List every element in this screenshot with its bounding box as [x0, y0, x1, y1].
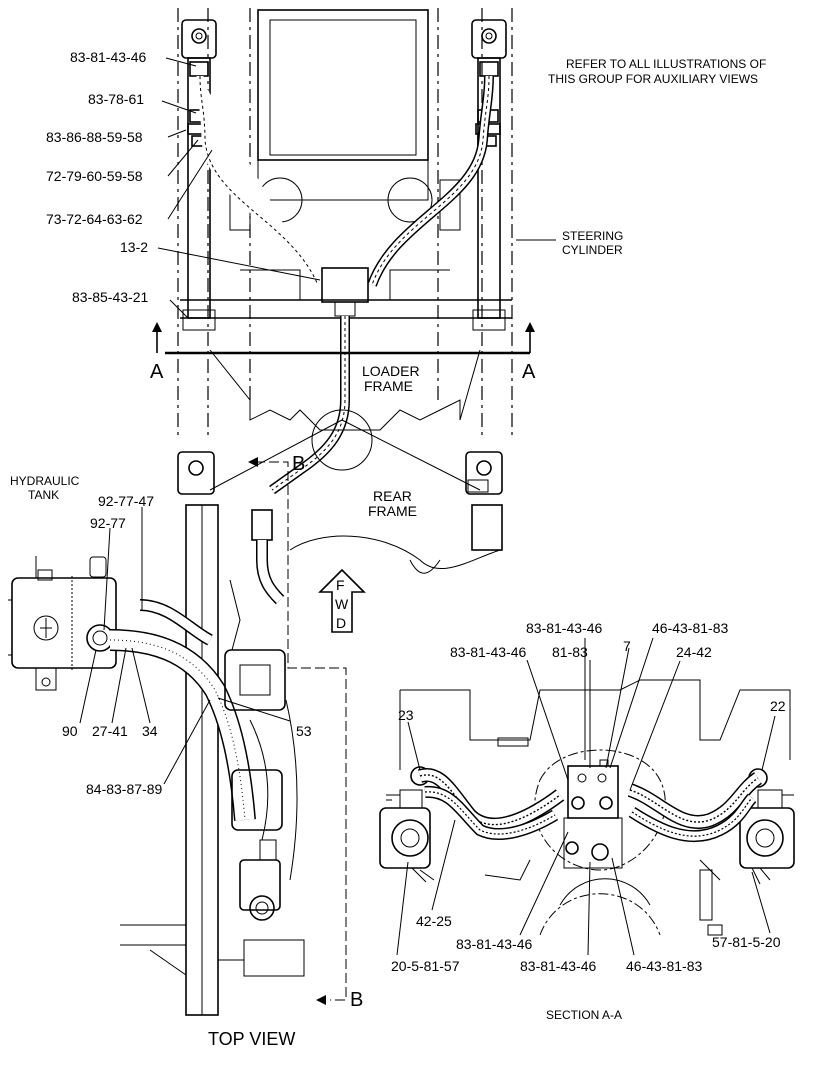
hydraulic-tank-label-1: HYDRAULIC: [10, 474, 80, 488]
steering-cylinder-label-2: CYLINDER: [562, 243, 623, 257]
callout-section-2: 46-43-81-83: [652, 620, 728, 636]
callout-section-1: 83-81-43-46: [526, 620, 602, 636]
section-aa-title: SECTION A-A: [546, 1008, 622, 1022]
callout-top-7: 83-85-43-21: [72, 289, 148, 305]
callout-top-6: 13-2: [120, 239, 148, 255]
leader-lines: [79, 57, 776, 956]
section-a-left-marker: A: [150, 361, 164, 383]
section-a-right-marker: A: [522, 361, 536, 383]
top-view-title: TOP VIEW: [208, 1029, 295, 1049]
callout-section-3: 83-81-43-46: [450, 644, 526, 660]
section-b-bottom-marker: B: [350, 989, 363, 1011]
hydraulic-tank-drawing: [8, 556, 117, 691]
callout-left-1: 92-77-47: [98, 493, 154, 509]
callout-left-7: 84-83-87-89: [86, 781, 162, 797]
pump-assembly-drawing: [109, 509, 305, 977]
loader-frame-label-1: LOADER: [362, 363, 420, 379]
steering-cylinder-label-1: STEERING: [562, 229, 623, 243]
callout-section-11: 20-5-81-57: [391, 958, 460, 974]
fwd-letter-f: F: [336, 577, 345, 593]
callout-section-13: 46-43-81-83: [626, 958, 702, 974]
callout-left-3: 90: [62, 723, 78, 739]
callout-left-2: 92-77: [90, 515, 126, 531]
callout-section-5: 7: [623, 638, 631, 654]
callout-section-10: 83-81-43-46: [456, 936, 532, 952]
rear-frame-label-2: FRAME: [368, 503, 417, 519]
note-refer-line-1: REFER TO ALL ILLUSTRATIONS OF: [566, 57, 766, 71]
callout-left-6: 53: [296, 723, 312, 739]
section-b-top-marker: B: [292, 453, 305, 475]
callout-top-5: 73-72-64-63-62: [46, 211, 143, 227]
section-aa-drawing: [379, 679, 795, 936]
fwd-letter-w: W: [335, 596, 349, 612]
hydraulic-tank-label-2: TANK: [28, 488, 59, 502]
callout-top-3: 83-86-88-59-58: [46, 129, 143, 145]
loader-frame-label-2: FRAME: [364, 378, 413, 394]
rear-frame-label-1: REAR: [373, 488, 412, 504]
callout-top-1: 83-81-43-46: [70, 49, 146, 65]
callout-top-2: 83-78-61: [88, 91, 144, 107]
callout-section-4: 81-83: [552, 644, 588, 660]
callout-section-12: 83-81-43-46: [520, 958, 596, 974]
note-refer-line-2: THIS GROUP FOR AUXILIARY VIEWS: [548, 72, 758, 86]
callout-top-4: 72-79-60-59-58: [46, 168, 143, 184]
loader-frame-drawing: [177, 8, 556, 495]
callout-left-4: 27-41: [92, 723, 128, 739]
fwd-letter-d: D: [336, 615, 346, 631]
section-a-cut-line: A A: [150, 322, 536, 383]
section-b-cut-line: B B: [248, 453, 363, 1011]
forward-arrow-icon: F W D: [318, 568, 366, 633]
callout-section-6: 24-42: [676, 644, 712, 660]
rear-frame-drawing: [177, 349, 503, 1016]
callout-section-8: 22: [770, 698, 786, 714]
callout-left-5: 34: [142, 723, 158, 739]
callout-section-14: 57-81-5-20: [712, 934, 781, 950]
callout-section-9: 42-25: [416, 913, 452, 929]
callout-section-7: 23: [398, 707, 414, 723]
